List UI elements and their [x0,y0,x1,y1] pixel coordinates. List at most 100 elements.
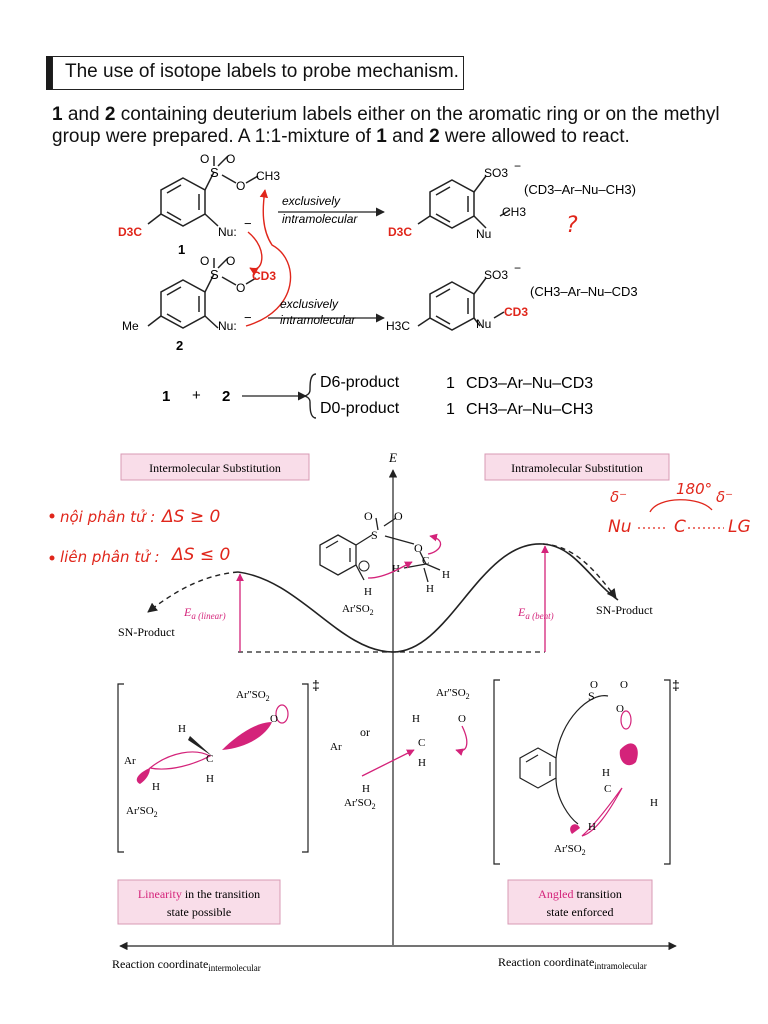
ar-so2-label: Ar''SO2 [436,687,470,701]
product-2-n-sub: CD3 [504,305,528,319]
compound-ref: 1 [376,126,387,147]
o-label: O [414,541,423,555]
annotation-lg: LG [728,517,751,537]
o-label: O [458,713,466,725]
product-1-n-sub: CH3 [502,205,526,219]
intramolecular-box [484,453,670,481]
annotation-c: C [674,517,686,537]
product-1-nu: Nu [476,227,491,241]
intermolecular-label: Intermolecular Substitution [149,461,281,475]
h-label: H [152,781,160,793]
ar-label: Ar [330,741,342,753]
compound-ref: 1 [52,104,63,125]
axis-right-label: Reaction coordinateintramolecular [498,955,647,971]
annotation-nu: Nu [608,517,632,537]
h-label: H [178,723,186,735]
handwritten-annotations: nội phân tử : ΔS ≥ 0 liên phân tử : ΔS ≤… [49,480,751,566]
charge-minus: − [244,310,252,325]
compound-ref: 2 [104,104,116,125]
product-2-ring-sub: H3C [386,319,410,333]
h-label: H [392,563,400,575]
reagent-1-structure [147,155,259,227]
or-text: or [360,725,370,739]
result-reagent-2: 2 [222,388,230,405]
energy-axis-label: E [388,450,397,465]
o-label: O [236,281,245,295]
bent-ts-orbitals [570,710,638,837]
linear-ts-orbitals [136,704,289,784]
intro-text: and [62,104,105,125]
result-coef: 1 [446,401,455,418]
product-2-structure [417,277,505,331]
energy-curve [237,543,619,653]
reagent-1-nu: Nu: [218,225,237,239]
reagent-2-ester-group: CD3 [252,269,276,283]
h-label: H [362,783,370,795]
reagent-2-structure [147,257,257,329]
intermolecular-box [120,453,310,481]
arrow-text: intramolecular [280,313,356,327]
product-1-so3: SO3 [484,166,508,180]
c-label: C [604,783,611,795]
product-2-formula: (CH3–Ar–Nu–CD3 [530,284,638,299]
carbanion-charge [358,560,370,572]
result-product: D0-product [320,400,400,417]
result-brace [303,373,317,419]
ar-so2-label: Ar'SO2 [554,843,586,857]
result-formula: CH3–Ar–Nu–CH3 [466,401,593,418]
result-product: D6-product [320,374,400,391]
annotation-eq: ΔS ≥ 0 [160,507,220,527]
reagent-2-label: 2 [176,338,183,353]
linear-caption-box [117,879,281,925]
intro-text: containing deuterium labels either on th… [52,104,720,147]
ts-dagger: ‡ [672,677,680,693]
annotation-angle: 180° [676,480,712,498]
result-plus: + [192,387,201,404]
product-1-structure [417,175,511,229]
o-label: O [590,679,598,691]
h-label: H [364,586,372,598]
o-label: O [270,713,278,725]
o-label: O [364,509,373,523]
o-label: O [200,152,209,166]
charge-minus: − [244,216,252,231]
energy-curve-dashed [147,571,239,613]
sn-product-right: SN-Product [596,603,653,617]
h-label: H [418,757,426,769]
annotation-viet: nội phân tử : [60,508,155,526]
ts-arrow [367,561,413,579]
result-formula: CD3–Ar–Nu–CD3 [466,375,593,392]
ts-arrow [361,749,415,777]
intro-text: were allowed to react. [439,126,630,147]
page-title: The use of isotope labels to probe mecha… [65,61,459,82]
reagent-2-nu: Nu: [218,319,237,333]
h-label: H [602,767,610,779]
ea-bent-label: Ea (bent) [517,605,554,621]
ts-arrow [455,725,468,756]
ar-label: Ar [124,755,136,767]
o-label: O [236,179,245,193]
bent-ts-structure [519,695,609,825]
bent-ts-bracket [493,679,671,865]
ts-arrow [427,533,442,555]
result-reagent-1: 1 [162,388,170,405]
reaction-scheme: S O O O CH3 Nu: − D3C 1 S O O O CD3 Nu: … [118,152,638,419]
angled-caption-line1: Angled transition [538,887,622,901]
reagent-1-label: 1 [178,242,185,257]
o-label: O [394,509,403,523]
c-label: C [206,753,213,765]
product-1-ring-sub: D3C [388,225,412,239]
sn-product-left: SN-Product [118,625,175,639]
intramolecular-label: Intramolecular Substitution [511,461,643,475]
o-label: O [620,679,628,691]
h-label: H [426,583,434,595]
energy-diagram: Intermolecular Substitution Intramolecul… [49,450,751,973]
ar-so2-label: Ar''SO2 [236,689,270,703]
arrow-text: exclusively [282,194,341,208]
title-box: The use of isotope labels to probe mecha… [52,56,464,90]
compound-ref: 2 [429,126,440,147]
product-2-nu: Nu [476,317,491,331]
axis-left-label: Reaction coordinateintermolecular [112,957,261,973]
result-coef: 1 [446,375,455,392]
charge-minus: − [514,159,521,173]
